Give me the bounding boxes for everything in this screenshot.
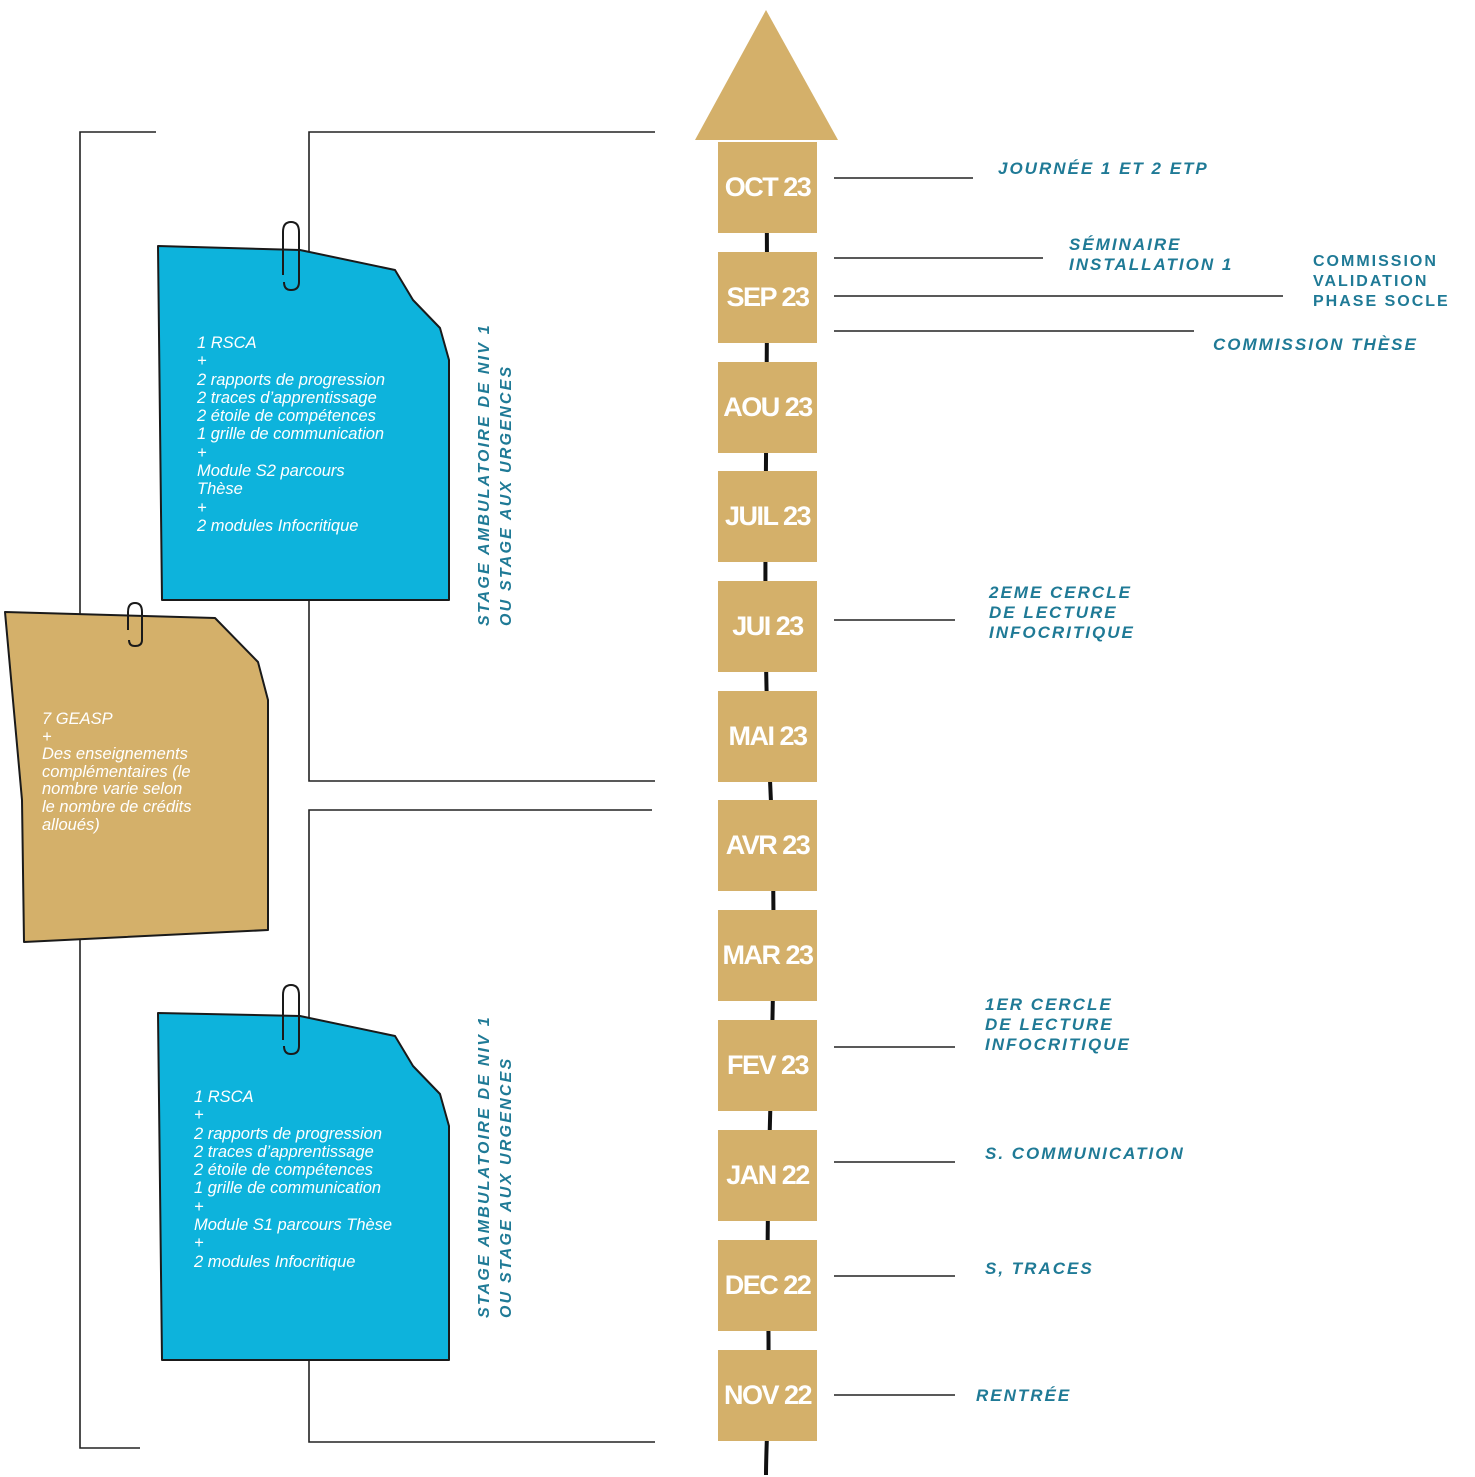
event-seminaire-installation: SÉMINAIRE INSTALLATION 1 [1069,235,1234,274]
month-box-sep-23: SEP 23 [718,252,817,343]
event-journee-etp: JOURNÉE 1 ET 2 ETP [998,159,1209,178]
event-rentree: RENTRÉE [976,1386,1072,1405]
month-label: JAN 22 [726,1160,810,1190]
lower-blue-note [157,983,450,1361]
event-s-communication: S. COMMUNICATION [985,1144,1185,1163]
timeline-arrow-head [695,10,838,140]
month-box-dec-22: DEC 22 [718,1240,817,1331]
paper-clip-icon [282,983,300,1056]
event-commission-validation: COMMISSION VALIDATION PHASE SOCLE [1313,253,1450,310]
month-label: MAR 23 [722,940,814,970]
month-label: AOU 23 [723,392,813,422]
paper-clip-icon [282,220,300,292]
month-box-jan-22: JAN 22 [718,1130,817,1221]
month-label: AVR 23 [725,830,811,860]
event-connectors [834,177,1283,1396]
month-box-juil-23: JUIL 23 [718,471,817,562]
month-box-mar-23: MAR 23 [718,910,817,1001]
upper-stage-label: STAGE AMBULATOIRE DE NIV 1 OU STAGE AUX … [476,323,515,626]
event-1er-cercle: 1ER CERCLE DE LECTURE INFOCRITIQUE [985,995,1131,1054]
lower-note-text: 1 RSCA + 2 rapports de progression 2 tra… [194,1088,393,1271]
month-label: JUIL 23 [724,501,812,531]
month-box-nov-22: NOV 22 [718,1350,817,1441]
gold-note [4,601,269,943]
gold-note-text: 7 GEASP + Des enseignements complémentai… [42,710,192,834]
event-s-traces: S, TRACES [985,1259,1094,1278]
month-label: FEV 23 [726,1050,810,1080]
month-box-fev-23: FEV 23 [718,1020,817,1111]
month-label: SEP 23 [726,282,810,312]
month-label: JUI 23 [732,611,804,641]
month-box-oct-23: OCT 23 [718,142,817,233]
month-box-jui-23: JUI 23 [718,581,817,672]
upper-blue-note [157,220,450,601]
upper-note-text: 1 RSCA + 2 rapports de progression 2 tra… [197,334,386,535]
month-box-avr-23: AVR 23 [718,800,817,891]
month-label: DEC 22 [724,1270,812,1300]
month-box-mai-23: MAI 23 [718,691,817,782]
month-label: OCT 23 [724,172,812,202]
paper-clip-icon [127,601,143,648]
lower-stage-label: STAGE AMBULATOIRE DE NIV 1 OU STAGE AUX … [476,1015,515,1318]
month-label: NOV 22 [723,1380,813,1410]
month-label: MAI 23 [728,721,808,751]
event-2eme-cercle: 2EME CERCLE DE LECTURE INFOCRITIQUE [989,583,1135,642]
month-box-aou-23: AOU 23 [718,362,817,453]
event-commission-these: COMMISSION THÈSE [1213,335,1418,354]
